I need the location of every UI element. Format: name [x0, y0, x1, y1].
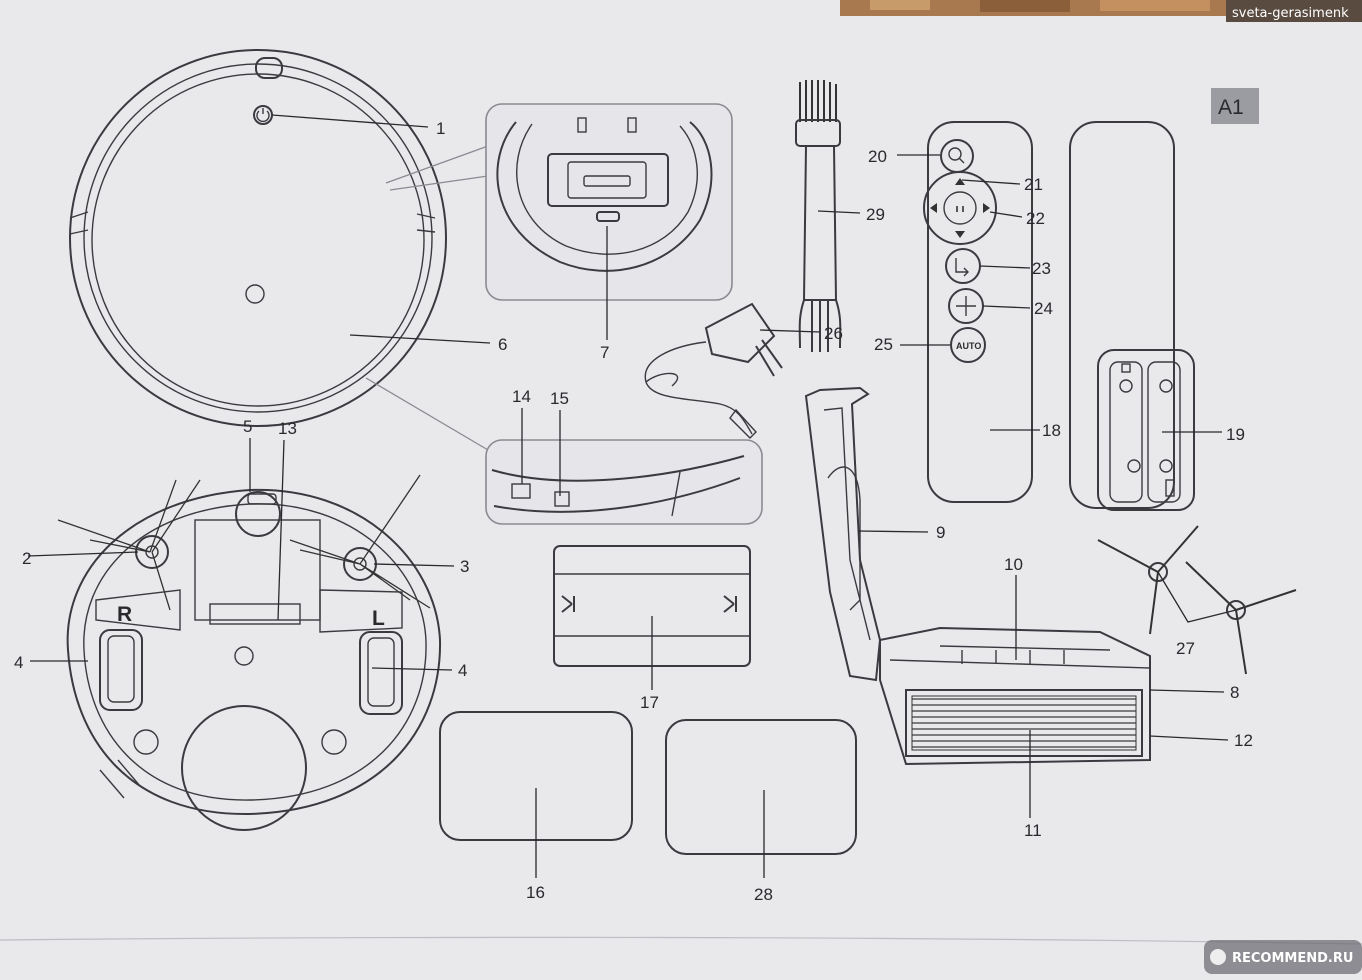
- label-2: 2: [22, 549, 31, 568]
- bumper-sensor: [255, 57, 283, 79]
- charging-contacts: [596, 211, 620, 222]
- port-15-icon: [554, 491, 570, 507]
- label-4-right: 4: [458, 661, 467, 680]
- dust-bin-filter-grill: [911, 695, 1137, 751]
- hepa-filter-pads: [439, 711, 857, 855]
- part-number-labels: 1 2 3 4 4 5 6 7 8 9 10 11 12 13 14 15 16…: [14, 119, 1253, 904]
- label-13: 13: [278, 419, 297, 438]
- connector-zoom-callout: [385, 103, 733, 301]
- search-button-icon: [940, 139, 974, 173]
- label-10: 10: [1004, 555, 1023, 574]
- direction-pad: [923, 171, 997, 245]
- left-wheel: [359, 631, 403, 715]
- label-9: 9: [936, 523, 945, 542]
- label-24: 24: [1034, 299, 1053, 318]
- auto-button-label: AUTO: [956, 341, 981, 351]
- label-4-left: 4: [14, 653, 23, 672]
- watermark-username: sveta-gerasimenk: [1232, 6, 1349, 21]
- right-wheel: [99, 629, 143, 711]
- top-photo-strip: sveta-gerasimenk: [840, 0, 1362, 22]
- cleaning-brush-tool: [795, 80, 842, 352]
- remote-back-cover: [1069, 121, 1195, 511]
- label-11: 11: [1024, 821, 1042, 840]
- leader-lines: [27, 114, 1237, 878]
- label-25: 25: [874, 335, 893, 354]
- edge-clean-button-icon: [945, 248, 981, 284]
- power-adapter: [644, 302, 783, 439]
- label-26: 26: [824, 324, 843, 343]
- page-tag-text: A1: [1218, 96, 1244, 119]
- label-27: 27: [1176, 639, 1195, 658]
- label-6: 6: [498, 335, 507, 354]
- label-20: 20: [868, 147, 887, 166]
- label-19: 19: [1226, 425, 1245, 444]
- label-7: 7: [600, 343, 609, 362]
- top-sensor-hole: [245, 284, 265, 304]
- label-3: 3: [460, 557, 469, 576]
- robot-top-view: [69, 49, 447, 427]
- label-23: 23: [1032, 259, 1051, 278]
- label-18: 18: [1042, 421, 1061, 440]
- label-29: 29: [866, 205, 885, 224]
- watermark-site: RECOMMEND.RU: [1232, 951, 1353, 966]
- remote-control: AUTO: [923, 121, 1033, 503]
- port-14-icon: [511, 483, 531, 499]
- front-caster: [181, 705, 307, 831]
- bottom-edge: RECOMMEND.RU: [0, 936, 1362, 974]
- battery-compartment: [194, 519, 321, 621]
- label-14: 14: [512, 387, 531, 406]
- label-16: 16: [526, 883, 545, 902]
- label-22: 22: [1026, 209, 1045, 228]
- auto-button: [950, 327, 986, 363]
- label-5: 5: [243, 417, 252, 436]
- side-brushes: [1097, 525, 1297, 675]
- label-8: 8: [1230, 683, 1239, 702]
- label-17: 17: [640, 693, 659, 712]
- label-28: 28: [754, 885, 773, 904]
- dust-bin: [804, 386, 1151, 766]
- page-tag: A1: [1211, 88, 1259, 124]
- robot-bottom-view: R L: [57, 474, 442, 831]
- left-side-letter: L: [372, 607, 385, 630]
- side-ports-zoom-callout: [365, 377, 763, 525]
- filter-pad-28: [665, 719, 857, 855]
- right-side-letter: R: [117, 603, 132, 626]
- label-21: 21: [1024, 175, 1043, 194]
- label-12: 12: [1234, 731, 1253, 750]
- label-1: 1: [436, 119, 445, 138]
- label-15: 15: [550, 389, 569, 408]
